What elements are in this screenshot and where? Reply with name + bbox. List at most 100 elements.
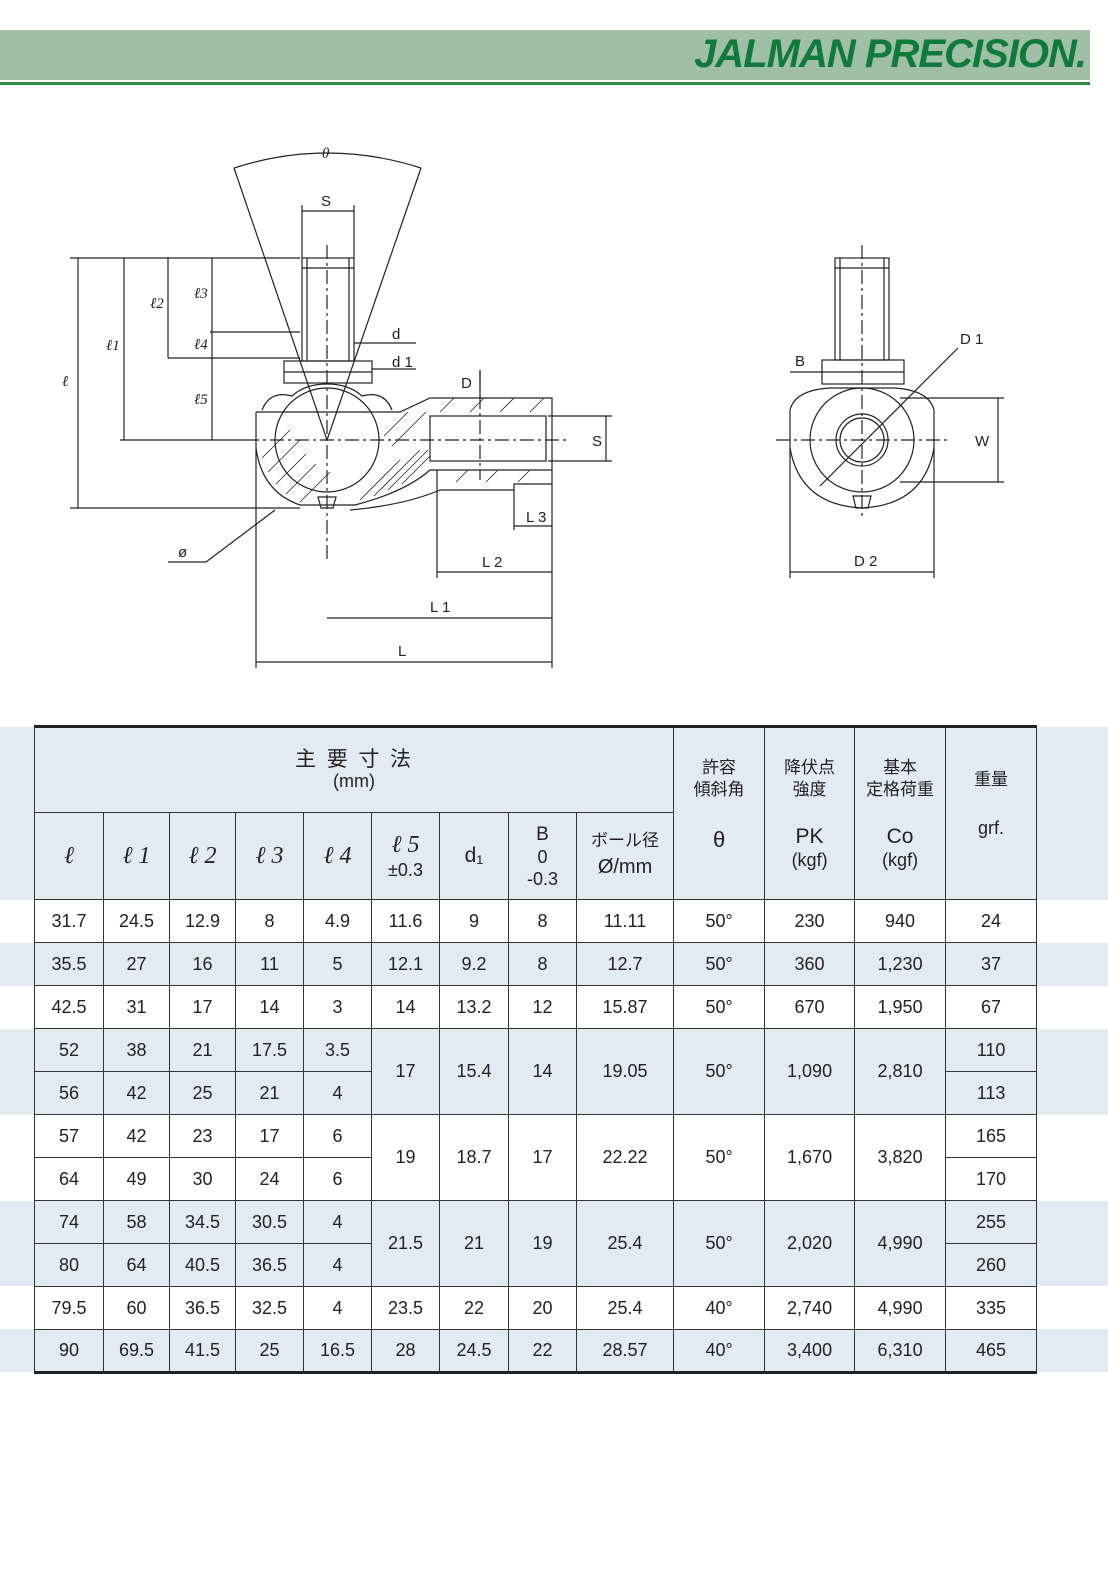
cell-theta: 40° <box>673 1329 766 1373</box>
cell-l5: 12.1 <box>371 942 440 986</box>
cell-l3: 32.5 <box>235 1286 304 1330</box>
cell-b: 8 <box>508 942 577 986</box>
cell-l1: 69.5 <box>103 1329 170 1373</box>
cell-d1: 21 <box>439 1200 509 1287</box>
table-row: 90 69.5 41.5 25 16.5 28 24.5 22 28.57 40… <box>34 1329 1038 1373</box>
cell-l3: 25 <box>235 1329 304 1373</box>
cell-l5: 21.5 <box>371 1200 440 1287</box>
cell-l4: 4 <box>303 1243 372 1287</box>
label-l: ℓ <box>62 374 68 390</box>
cell-l4: 4 <box>303 1200 372 1244</box>
cell-co: 1,230 <box>854 942 947 986</box>
cell-weight: 24 <box>945 899 1038 943</box>
cell-ball: 22.22 <box>575 1114 675 1201</box>
table-row: 64 49 30 24 6 170 <box>34 1157 1038 1201</box>
col-l2-symbol: ℓ 2 <box>188 842 217 869</box>
cell-d1: 24.5 <box>439 1329 509 1373</box>
col-theta-symbol: θ <box>712 826 726 852</box>
label-l4: ℓ4 <box>194 337 208 353</box>
cell-theta: 50° <box>673 1114 766 1201</box>
table-row: 31.7 24.5 12.9 8 4.9 11.6 9 8 11.11 50° … <box>34 899 1038 943</box>
table-row: 42.5 31 17 14 3 14 13.2 12 15.87 50° 670… <box>34 985 1038 1029</box>
cell-co: 4,990 <box>854 1286 947 1330</box>
cell-l3: 21 <box>235 1071 304 1115</box>
cell-pk: 360 <box>764 942 856 986</box>
col-co-symbol: Co <box>886 824 914 848</box>
label-W: W <box>975 433 990 450</box>
cell-pk: 1,090 <box>764 1028 856 1115</box>
cell-l3: 14 <box>235 985 304 1029</box>
technical-drawing: θ S d d 1 D S ℓ ℓ1 ℓ2 ℓ3 ℓ4 ℓ5 ø L 3 L 2… <box>62 146 1004 668</box>
cell-co: 940 <box>854 899 947 943</box>
cell-l5: 14 <box>371 985 440 1029</box>
col-l5-header: ℓ 5 ±0.3 <box>371 812 440 900</box>
cell-l3: 30.5 <box>235 1200 304 1244</box>
cell-l1: 38 <box>103 1028 170 1072</box>
col-pk-jp-2: 強度 <box>792 779 827 800</box>
col-weight-jp: 重量 <box>974 769 1009 790</box>
cell-l1: 49 <box>103 1157 170 1201</box>
cell-pk: 230 <box>764 899 856 943</box>
cell-weight: 465 <box>945 1329 1038 1373</box>
cell-l1: 64 <box>103 1243 170 1287</box>
col-l5-symbol: ℓ 5 <box>391 831 420 858</box>
cell-theta: 50° <box>673 942 766 986</box>
cell-l4: 4.9 <box>303 899 372 943</box>
cell-b: 20 <box>508 1286 577 1330</box>
cell-b: 22 <box>508 1329 577 1373</box>
cell-l2: 12.9 <box>169 899 236 943</box>
cell-b: 14 <box>508 1028 577 1115</box>
cell-b: 8 <box>508 899 577 943</box>
brand-logo: JALMAN PRECISION. <box>694 32 1087 76</box>
cell-d1: 9.2 <box>439 942 509 986</box>
col-b-header: B 0 -0.3 <box>508 812 577 900</box>
label-l1: ℓ1 <box>106 338 120 354</box>
cell-l4: 6 <box>303 1157 372 1201</box>
cell-l: 52 <box>34 1028 104 1072</box>
cell-ball: 12.7 <box>575 942 675 986</box>
cell-co: 4,990 <box>854 1200 947 1287</box>
label-s-top: S <box>321 193 331 210</box>
label-s-right: S <box>592 433 602 450</box>
cell-l: 79.5 <box>34 1286 104 1330</box>
cell-l3: 17 <box>235 1114 304 1158</box>
cell-l2: 23 <box>169 1114 236 1158</box>
cell-l2: 17 <box>169 985 236 1029</box>
cell-l1: 27 <box>103 942 170 986</box>
table-row: 80 64 40.5 36.5 4 260 <box>34 1243 1038 1287</box>
cell-b: 19 <box>508 1200 577 1287</box>
label-d: d <box>392 326 400 343</box>
col-l4-header: ℓ 4 <box>303 812 372 900</box>
col-co-jp-1: 基本 <box>883 757 918 778</box>
cell-l: 64 <box>34 1157 104 1201</box>
cell-l1: 42 <box>103 1071 170 1115</box>
label-theta: θ <box>322 146 330 162</box>
cell-l: 90 <box>34 1329 104 1373</box>
col-pk-symbol: PK <box>795 824 824 848</box>
cell-weight: 37 <box>945 942 1038 986</box>
col-weight-header: 重量 grf. <box>945 726 1038 900</box>
label-l5: ℓ5 <box>194 392 208 408</box>
cell-theta: 50° <box>673 899 766 943</box>
header-rule <box>0 82 1090 85</box>
cell-l2: 41.5 <box>169 1329 236 1373</box>
cell-b: 17 <box>508 1114 577 1201</box>
main-dimensions-unit: (mm) <box>333 771 376 791</box>
cell-l3: 36.5 <box>235 1243 304 1287</box>
cell-pk: 1,670 <box>764 1114 856 1201</box>
cell-d1: 15.4 <box>439 1028 509 1115</box>
table-row: 56 42 25 21 4 113 <box>34 1071 1038 1115</box>
cell-l5: 19 <box>371 1114 440 1201</box>
cell-l2: 34.5 <box>169 1200 236 1244</box>
cell-l4: 4 <box>303 1286 372 1330</box>
cell-pk: 3,400 <box>764 1329 856 1373</box>
table-row: 79.5 60 36.5 32.5 4 23.5 22 20 25.4 40° … <box>34 1286 1038 1330</box>
cell-co: 3,820 <box>854 1114 947 1201</box>
col-l1-header: ℓ 1 <box>103 812 170 900</box>
cell-l5: 11.6 <box>371 899 440 943</box>
cell-l4: 6 <box>303 1114 372 1158</box>
col-d1-symbol: d₁ <box>464 844 484 867</box>
cell-l2: 30 <box>169 1157 236 1201</box>
cell-weight: 170 <box>945 1157 1038 1201</box>
cell-l: 35.5 <box>34 942 104 986</box>
